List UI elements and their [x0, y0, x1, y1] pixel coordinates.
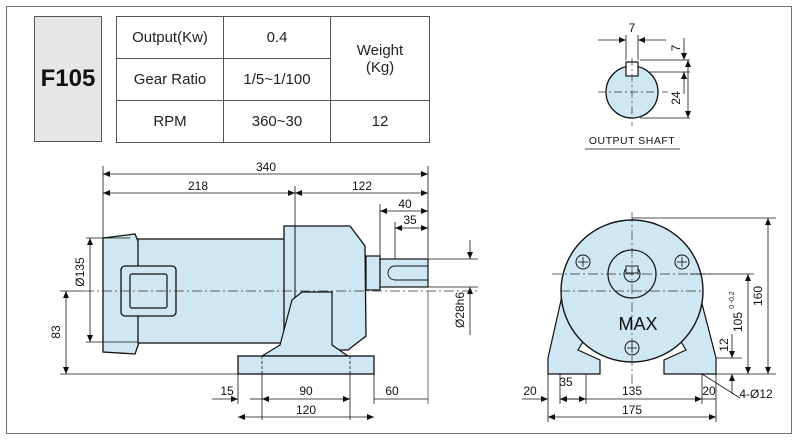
dim-span-35: 35 — [559, 375, 573, 389]
dim-left-20: 20 — [523, 384, 537, 398]
dim-base-120: 120 — [296, 403, 316, 417]
output-shaft — [379, 258, 429, 288]
shaft-key-width: 7 — [629, 21, 636, 35]
bolt-top-right — [674, 254, 690, 270]
front-view: MAX 160 105 0 -0.2 12 20 35 135 20 — [522, 212, 776, 422]
dim-base-thk: 12 — [717, 338, 731, 352]
dim-218-label: 218 — [188, 179, 208, 193]
shaft-title: OUTPUT SHAFT — [589, 135, 675, 147]
weight-label-line2: (Kg) — [365, 58, 395, 76]
dim-base-60: 60 — [385, 384, 399, 398]
dim-center-height: 83 — [49, 325, 63, 339]
shaft-collar — [365, 255, 381, 291]
max-label: MAX — [618, 314, 657, 334]
spec-table: Output(Kw) 0.4 Weight (Kg) Gear Ratio 1/… — [116, 16, 430, 143]
dim-span-135: 135 — [622, 384, 642, 398]
weight-label-line1: Weight — [356, 41, 404, 59]
weight-value: 12 — [330, 100, 430, 143]
side-view: 340 218 122 40 35 — [49, 160, 478, 420]
bolt-top-left — [575, 254, 591, 270]
base-plate — [237, 355, 375, 375]
model-code: F105 — [34, 16, 102, 142]
holes-leader — [701, 373, 741, 399]
output-label: Output(Kw) — [116, 16, 224, 59]
output-shaft-view: 7 7 24 OUTPUT SHAFT — [585, 21, 691, 150]
dim-340-label: 340 — [256, 160, 276, 174]
weight-label: Weight (Kg) — [330, 16, 430, 101]
dim-motor-dia: Ø135 — [73, 257, 87, 287]
dim-base-15: 15 — [220, 384, 234, 398]
output-value: 0.4 — [223, 16, 331, 59]
drawing-frame — [6, 6, 792, 434]
shaft-height: 24 — [669, 91, 683, 105]
dim-height-160: 160 — [751, 286, 765, 306]
shaft-key-depth: 7 — [669, 44, 683, 51]
dim-40-label: 40 — [398, 197, 412, 211]
dim-105-tolerance: 0 -0.2 — [729, 291, 736, 308]
dim-width-175: 175 — [622, 403, 642, 417]
dim-base-90: 90 — [299, 384, 313, 398]
dim-122-label: 122 — [352, 179, 372, 193]
dim-height-105: 105 — [731, 312, 745, 332]
dim-shaft-dia: Ø28h6 — [453, 292, 467, 328]
shaft-key-end — [387, 265, 396, 281]
dim-holes: 4-Ø12 — [739, 387, 773, 401]
dim-35-label: 35 — [403, 213, 417, 227]
dim-right-20: 20 — [702, 384, 716, 398]
gear-ratio-value: 1/5~1/100 — [223, 58, 331, 101]
